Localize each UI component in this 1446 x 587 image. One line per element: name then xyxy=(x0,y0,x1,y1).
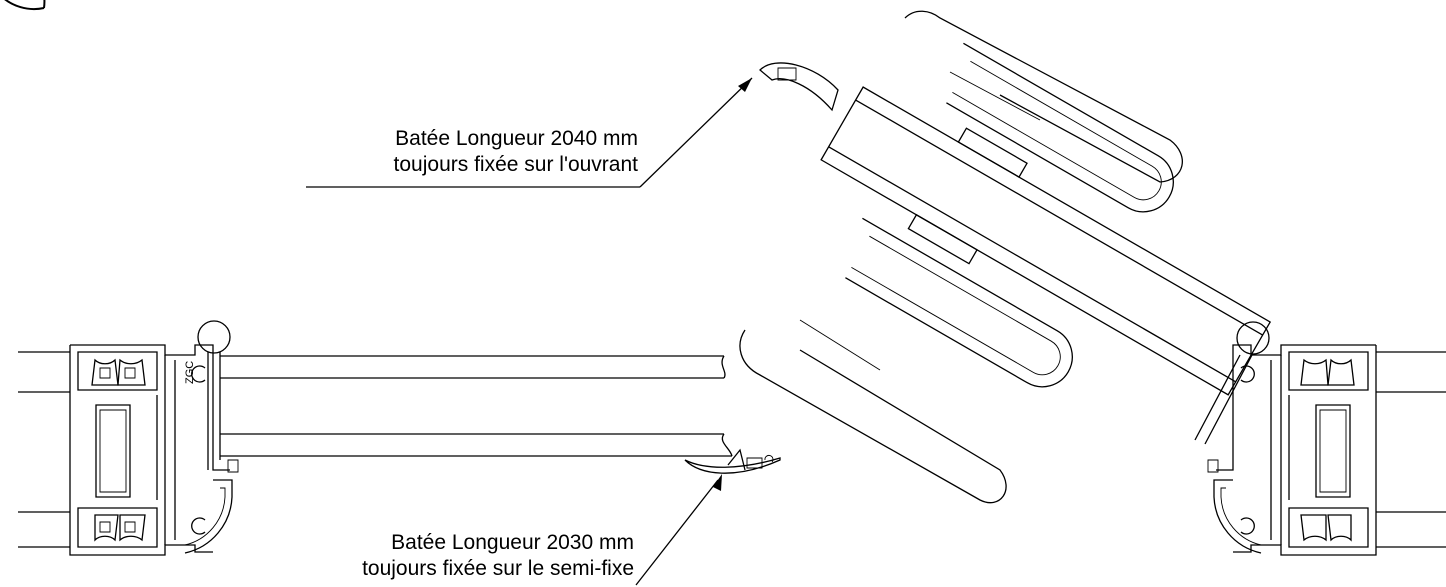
svg-text:ZGC: ZGC xyxy=(184,361,196,384)
handle-outline xyxy=(904,10,1183,183)
right-frame-profile xyxy=(1207,344,1446,556)
leader-line-bottom xyxy=(635,474,722,586)
annotation-top: Batée Longueur 2040 mm toujours fixée su… xyxy=(300,126,638,178)
opening-batee xyxy=(759,62,839,112)
opening-leaf xyxy=(820,42,1272,396)
leader-line-top xyxy=(306,77,753,188)
detail-marker xyxy=(4,0,45,11)
left-frame-profile: ZGC xyxy=(18,344,239,556)
annotation-bottom-line1: Batée Longueur 2030 mm xyxy=(391,531,634,554)
annotation-bottom-line2: toujours fixée sur le semi-fixe xyxy=(362,557,634,580)
annotation-bottom: Batée Longueur 2030 mm toujours fixée su… xyxy=(300,530,634,582)
annotation-top-line2: toujours fixée sur l'ouvrant xyxy=(393,153,638,176)
annotation-top-line1: Batée Longueur 2040 mm xyxy=(395,127,638,150)
left-leaf-panel xyxy=(197,320,781,474)
